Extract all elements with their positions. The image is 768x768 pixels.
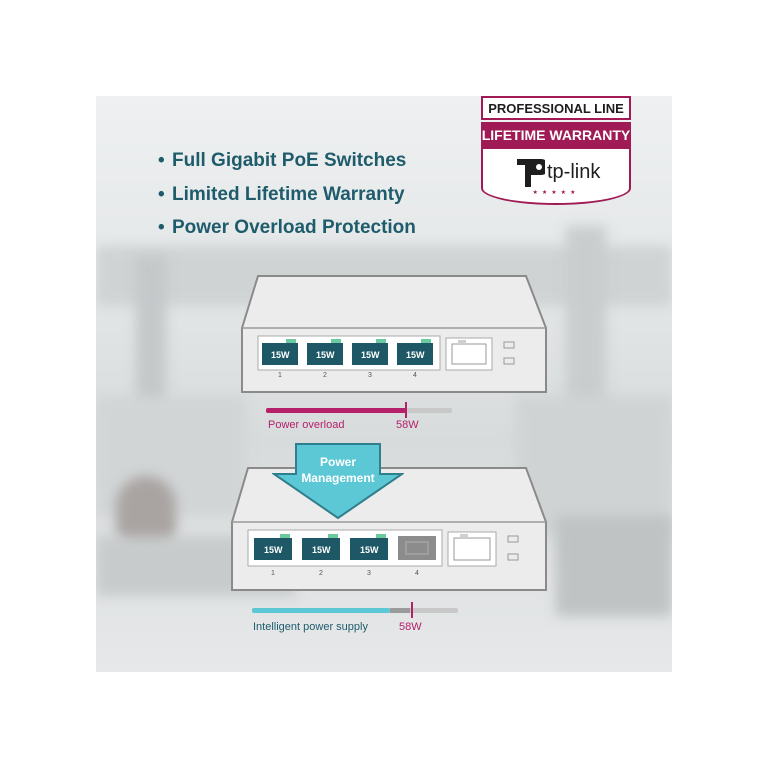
port-1: 15W 1 (262, 339, 298, 379)
svg-text:15W: 15W (316, 350, 335, 360)
feature-item: •Full Gigabit PoE Switches (158, 150, 407, 171)
power-management-arrow: Power Management (272, 443, 404, 520)
svg-text:4: 4 (413, 372, 417, 379)
svg-text:Management: Management (301, 471, 374, 485)
svg-text:2: 2 (323, 372, 327, 379)
port-3: 15W 3 (350, 534, 388, 577)
warranty-badge: PROFESSIONAL LINE LIFETIME WARRANTY tp-l… (481, 96, 631, 206)
intelligent-power-meter (252, 602, 458, 618)
svg-text:15W: 15W (264, 545, 283, 555)
svg-text:1: 1 (278, 372, 282, 379)
overload-value: 58W (396, 419, 419, 431)
svg-text:2: 2 (319, 570, 323, 577)
intelligent-power-value: 58W (399, 621, 422, 633)
overload-meter (266, 402, 452, 418)
port-3: 15W 3 (352, 339, 388, 379)
port-2: 15W 2 (307, 339, 343, 379)
product-image-panel: •Full Gigabit PoE Switches •Limited Life… (96, 96, 672, 672)
port-4: 15W 4 (397, 339, 433, 379)
svg-text:15W: 15W (360, 545, 379, 555)
switch-managed: 15W 1 15W 2 15W 3 4 (231, 467, 547, 591)
feature-item: •Power Overload Protection (158, 217, 416, 238)
badge-lifetime-warranty: LIFETIME WARRANTY (481, 122, 631, 149)
svg-text:Power: Power (320, 455, 356, 469)
uplink-port (445, 337, 493, 371)
svg-text:15W: 15W (312, 545, 331, 555)
intelligent-power-label: Intelligent power supply (253, 621, 368, 633)
port-1: 15W 1 (254, 534, 292, 577)
svg-text:15W: 15W (406, 350, 425, 360)
tp-link-logo-icon (517, 159, 545, 187)
feature-item: •Limited Lifetime Warranty (158, 183, 405, 205)
svg-text:15W: 15W (361, 350, 380, 360)
badge-brand: tp-link (547, 161, 601, 183)
svg-text:15W: 15W (271, 350, 290, 360)
svg-text:4: 4 (415, 570, 419, 577)
svg-text:1: 1 (271, 570, 275, 577)
feature-list: •Full Gigabit PoE Switches •Limited Life… (158, 144, 416, 245)
badge-stars: ★★★★★ (532, 190, 580, 196)
port-4-disabled: 4 (398, 536, 436, 577)
overload-label: Power overload (268, 419, 345, 431)
svg-text:3: 3 (368, 372, 372, 379)
svg-text:3: 3 (367, 570, 371, 577)
port-2: 15W 2 (302, 534, 340, 577)
badge-professional-line: PROFESSIONAL LINE (481, 96, 631, 120)
badge-logo-area: tp-link ★★★★★ (481, 149, 631, 205)
switch-overloaded: 15W 1 15W 2 15W 3 15W 4 (241, 275, 547, 393)
uplink-port (447, 531, 497, 567)
